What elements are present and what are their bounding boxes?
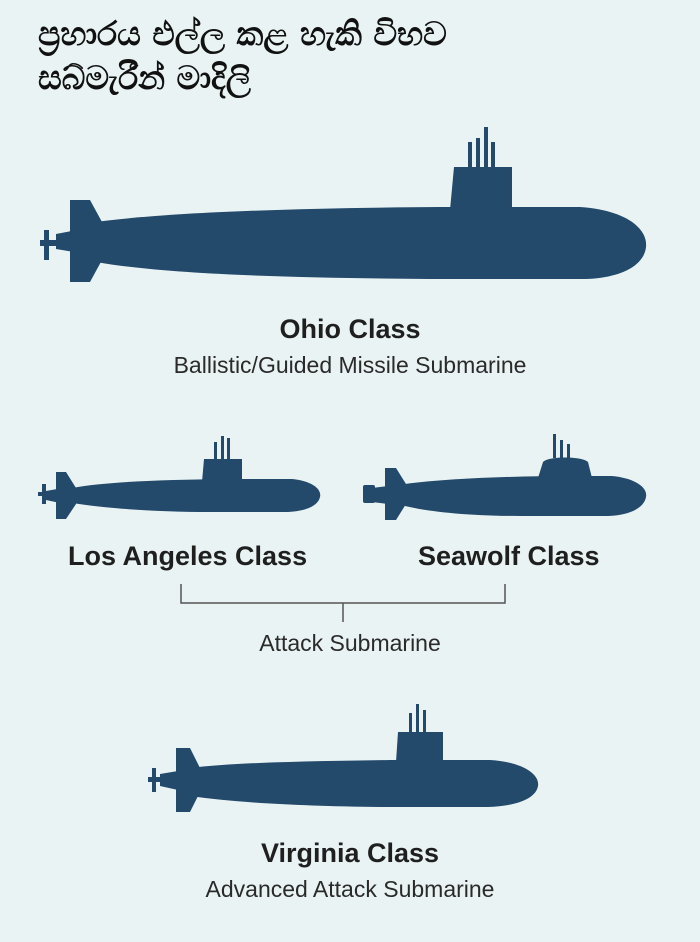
ohio-class-description: Ballistic/Guided Missile Submarine (173, 352, 527, 378)
los-angeles-class-submarine-silhouette (38, 436, 321, 519)
ohio-class-name: Ohio Class (279, 314, 421, 344)
page-title-line-1: ප්‍රහාරය එල්ල කළ හැකි විභව (38, 14, 447, 53)
attack-submarine-label: Attack Submarine (259, 630, 441, 656)
page-title: ප්‍රහාරය එල්ල කළ හැකි විභව සබ්මැරීන් මාද… (38, 12, 447, 100)
virginia-class-description: Advanced Attack Submarine (205, 876, 495, 902)
virginia-class-submarine-silhouette (148, 704, 539, 812)
seawolf-class-submarine-silhouette (363, 434, 647, 520)
virginia-class-name: Virginia Class (260, 838, 440, 868)
ohio-class-submarine-silhouette (40, 127, 647, 282)
los-angeles-class-name: Los Angeles Class (68, 541, 308, 571)
page-title-line-2: සබ්මැරීන් මාදිලි (38, 58, 251, 97)
seawolf-class-name: Seawolf Class (418, 541, 600, 571)
